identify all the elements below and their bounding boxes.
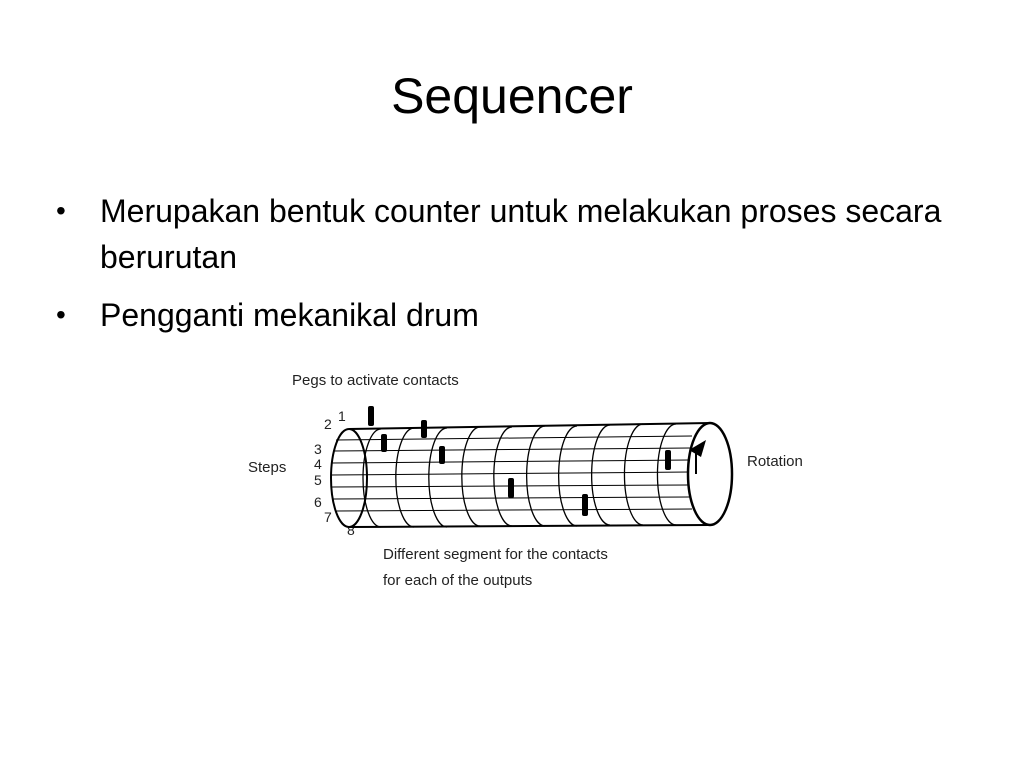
step-number: 4 bbox=[314, 456, 322, 472]
bullet-item-2: • Pengganti mekanikal drum bbox=[56, 292, 976, 338]
step-number: 6 bbox=[314, 494, 322, 510]
peg bbox=[582, 494, 588, 516]
drum-sequencer-diagram: Pegs to activate contacts Steps Rotation… bbox=[248, 372, 803, 589]
segment-label-line1: Different segment for the contacts bbox=[383, 546, 608, 563]
step-number: 5 bbox=[314, 472, 322, 488]
rotation-arrow-icon bbox=[689, 440, 706, 474]
peg bbox=[508, 478, 514, 498]
steps-label: Steps bbox=[248, 459, 286, 476]
step-number: 1 bbox=[338, 408, 346, 424]
drum-segment-lines bbox=[362, 423, 677, 528]
bullet-text: Merupakan bentuk counter untuk melakukan… bbox=[100, 193, 942, 275]
bullet-marker: • bbox=[56, 299, 66, 330]
step-number: 8 bbox=[347, 522, 355, 538]
bullet-item-1: • Merupakan bentuk counter untuk melakuk… bbox=[56, 188, 976, 280]
step-number: 3 bbox=[314, 441, 322, 457]
contact-pegs bbox=[368, 406, 671, 516]
bullet-list: • Merupakan bentuk counter untuk melakuk… bbox=[56, 188, 976, 350]
slide-title: Sequencer bbox=[391, 68, 633, 124]
step-number: 2 bbox=[324, 416, 332, 432]
peg bbox=[381, 434, 387, 452]
peg bbox=[665, 450, 671, 470]
bullet-marker: • bbox=[56, 195, 66, 226]
pegs-label: Pegs to activate contacts bbox=[292, 372, 459, 389]
segment-label-line2: for each of the outputs bbox=[383, 572, 532, 589]
peg bbox=[368, 406, 374, 426]
peg bbox=[421, 420, 427, 438]
step-number: 7 bbox=[324, 509, 332, 525]
peg bbox=[439, 446, 445, 464]
rotation-label: Rotation bbox=[747, 453, 803, 470]
bullet-text: Pengganti mekanikal drum bbox=[100, 297, 479, 333]
